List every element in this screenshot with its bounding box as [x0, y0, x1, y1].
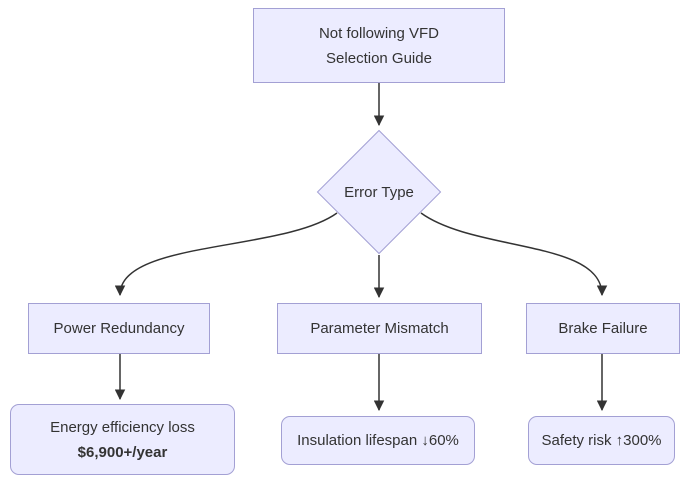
node-brake-failure: Brake Failure	[526, 303, 680, 354]
node-insulation-label: Insulation lifespan ↓60%	[297, 432, 459, 449]
node-safety-risk: Safety risk ↑300%	[528, 416, 675, 465]
node-insulation-lifespan: Insulation lifespan ↓60%	[281, 416, 475, 465]
node-parameter-mismatch: Parameter Mismatch	[277, 303, 482, 354]
node-energy-loss: Energy efficiency loss $6,900+/year	[10, 404, 235, 475]
node-power-label: Power Redundancy	[53, 320, 185, 337]
node-brake-label: Brake Failure	[558, 320, 648, 337]
node-power-redundancy: Power Redundancy	[28, 303, 210, 354]
node-decision: Error Type	[316, 129, 442, 255]
node-param-label: Parameter Mismatch	[310, 320, 449, 337]
node-energy-label-line2: $6,900+/year	[77, 443, 168, 461]
node-decision-label: Error Type	[344, 183, 414, 201]
node-root-label-line1: Not following VFD	[318, 24, 440, 42]
node-root-label-line2: Selection Guide	[326, 49, 432, 67]
node-root-cause: Not following VFD Selection Guide	[253, 8, 505, 83]
node-energy-label-line1: Energy efficiency loss	[50, 418, 195, 436]
node-safety-label: Safety risk ↑300%	[541, 432, 662, 449]
